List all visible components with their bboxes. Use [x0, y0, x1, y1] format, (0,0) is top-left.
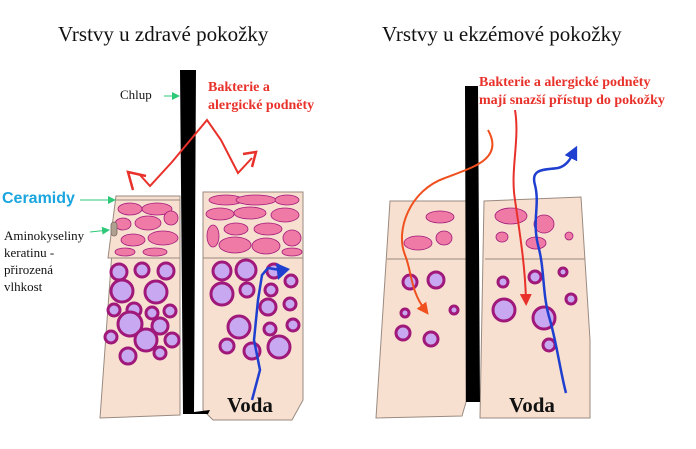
healthy-cells-right	[209, 258, 301, 361]
water-healthy-label: Voda	[227, 393, 273, 417]
healthy-lipid-cells-right	[205, 194, 303, 257]
amino-line2: keratinu -	[4, 245, 55, 260]
amino-pointer	[89, 226, 110, 235]
ceramide-marker	[110, 221, 118, 237]
eczema-skin-block-right	[479, 196, 591, 419]
eczema-lipid-cells	[403, 207, 574, 251]
amino-line1: Aminokyseliny	[4, 228, 85, 243]
healthy-water-arrow	[250, 266, 281, 401]
water-eczema-label: Voda	[509, 393, 555, 417]
healthy-cells-left	[103, 261, 181, 366]
bacteria-healthy-line2: alergické podněty	[208, 98, 315, 113]
eczema-water-arrow	[532, 145, 578, 394]
eczema-title: Vrstvy u ekzémové pokožky	[382, 22, 622, 46]
bacteria-eczema-line1: Bakterie a alergické podněty	[479, 75, 651, 90]
bacteria-healthy-line1: Bakterie a	[208, 80, 270, 95]
amino-line4: vlhkost	[4, 279, 43, 294]
hair-label: Chlup	[120, 87, 152, 102]
healthy-lipid-cells-left	[114, 202, 179, 257]
ceramides-label: Ceramidy	[2, 190, 75, 207]
eczema-orange-arrow	[400, 129, 494, 315]
eczema-cells	[394, 266, 578, 353]
eczema-hair	[465, 86, 480, 402]
healthy-title: Vrstvy u zdravé pokožky	[58, 22, 269, 46]
amino-line3: přirozená	[4, 262, 54, 277]
healthy-hair	[180, 70, 210, 414]
bacteria-eczema-line2: mají snazší přístup do pokožky	[479, 93, 665, 108]
healthy-bacteria-arrow	[139, 118, 253, 188]
eczema-red-arrow	[512, 109, 532, 306]
